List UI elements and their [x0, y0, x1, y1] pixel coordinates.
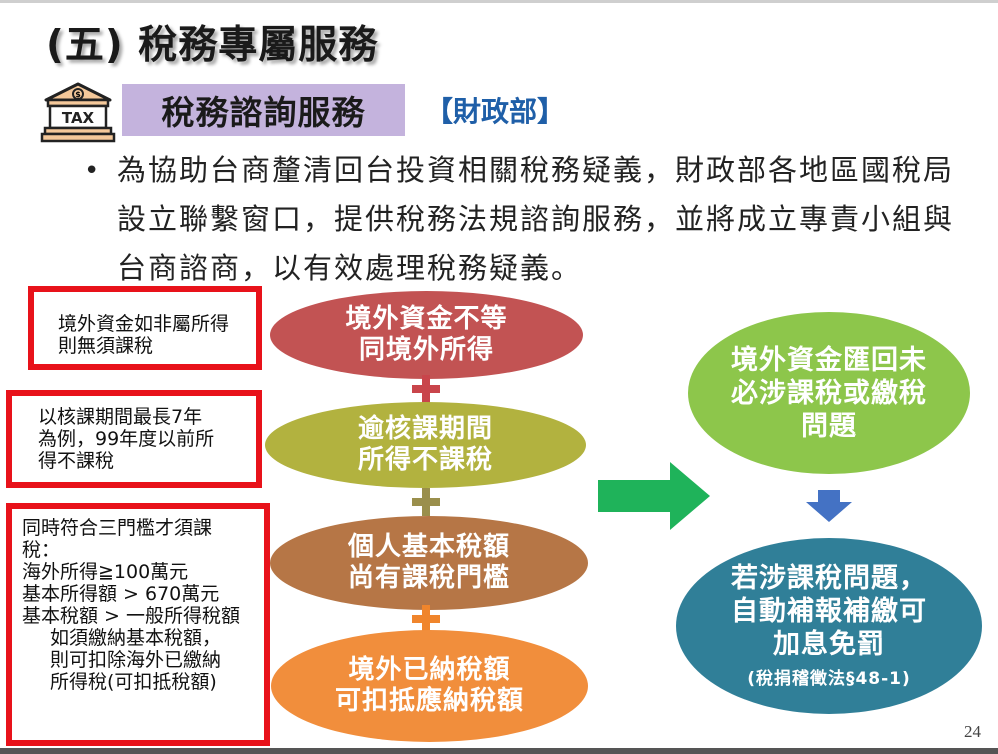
ellipse-line: 所得不課稅	[357, 445, 493, 475]
bottom-divider	[0, 748, 998, 754]
tax-building-icon: $ TAX	[40, 82, 116, 143]
ellipse-line: 逾核課期間	[357, 414, 493, 444]
flow-ellipse-tax-credit: 境外已納稅額 可扣抵應納稅額	[271, 630, 588, 742]
ellipse-line: 境外資金不等	[345, 304, 508, 334]
result-line: 自動補報補繳可	[731, 595, 927, 627]
condition-line: 境外資金如非屬所得	[58, 313, 230, 335]
condition-line: 為例，99年度以前所	[38, 428, 215, 450]
flow-ellipse-expired-period: 逾核課期間 所得不課稅	[265, 402, 586, 488]
service-title: 稅務諮詢服務	[161, 93, 366, 132]
condition-line: 以核課期間最長7年	[38, 406, 203, 428]
slide-title: (五) 稅務專屬服務	[46, 23, 379, 68]
condition-line: 同時符合三門檻才須課	[22, 517, 213, 539]
result-ellipse-no-tax: 境外資金匯回未 必涉課稅或繳稅 問題	[688, 312, 970, 474]
plus-icon	[412, 488, 440, 516]
ellipse-line: 境外已納稅額	[348, 655, 511, 685]
result-line: 若涉課稅問題，	[731, 562, 927, 594]
condition-line-indented: 如須繳納基本稅額，	[50, 627, 222, 649]
plus-icon	[412, 605, 440, 633]
bullet-text: 為協助台商釐清回台投資相關稅務疑義，財政部各地區國稅局設立聯繫窗口，提供稅務法規…	[117, 153, 955, 285]
result-note: (稅捐稽徵法§48-1)	[747, 668, 911, 689]
top-divider	[0, 0, 998, 3]
bullet-marker: •	[84, 156, 100, 186]
ministry-tag: 【財政部】	[425, 95, 566, 128]
page-number: 24	[964, 722, 981, 741]
result-line: 加息免罰	[773, 628, 885, 660]
condition-box-assessment-period: 以核課期間最長7年 為例，99年度以前所 得不課稅	[6, 390, 262, 488]
result-line: 必涉課稅或繳稅	[731, 377, 927, 409]
condition-line: 海外所得≧100萬元	[22, 561, 189, 583]
tax-icon-label: TAX	[62, 109, 95, 127]
down-arrow-icon	[806, 490, 852, 522]
right-arrow-icon	[598, 462, 710, 530]
result-line: 境外資金匯回未	[731, 344, 927, 376]
condition-line: 稅：	[22, 539, 61, 561]
ellipse-line: 同境外所得	[358, 335, 494, 365]
condition-line: 基本稅額 > 一般所得稅額	[22, 605, 240, 627]
condition-line: 則無須課稅	[58, 335, 154, 357]
flow-ellipse-basic-tax: 個人基本稅額 尚有課稅門檻	[270, 516, 588, 610]
result-ellipse-voluntary-disclosure: 若涉課稅問題， 自動補報補繳可 加息免罰 (稅捐稽徵法§48-1)	[676, 538, 982, 714]
condition-line: 得不課稅	[38, 450, 115, 472]
condition-line-indented: 所得稅(可扣抵稅額)	[50, 671, 217, 693]
ellipse-line: 尚有課稅門檻	[347, 563, 510, 593]
svg-text:$: $	[75, 90, 81, 99]
ellipse-line: 個人基本稅額	[347, 532, 510, 562]
condition-box-thresholds: 同時符合三門檻才須課 稅： 海外所得≧100萬元 基本所得額 > 670萬元 基…	[6, 503, 270, 746]
plus-icon	[412, 375, 440, 403]
flow-ellipse-offshore-funds: 境外資金不等 同境外所得	[270, 291, 583, 379]
condition-line: 基本所得額 > 670萬元	[22, 583, 220, 605]
service-title-box: 稅務諮詢服務	[122, 84, 405, 136]
condition-box-foreign-funds: 境外資金如非屬所得 則無須課稅	[28, 286, 262, 370]
result-line: 問題	[801, 410, 857, 442]
ellipse-line: 可扣抵應納稅額	[334, 686, 524, 716]
condition-line-indented: 則可扣除海外已繳納	[50, 649, 222, 671]
